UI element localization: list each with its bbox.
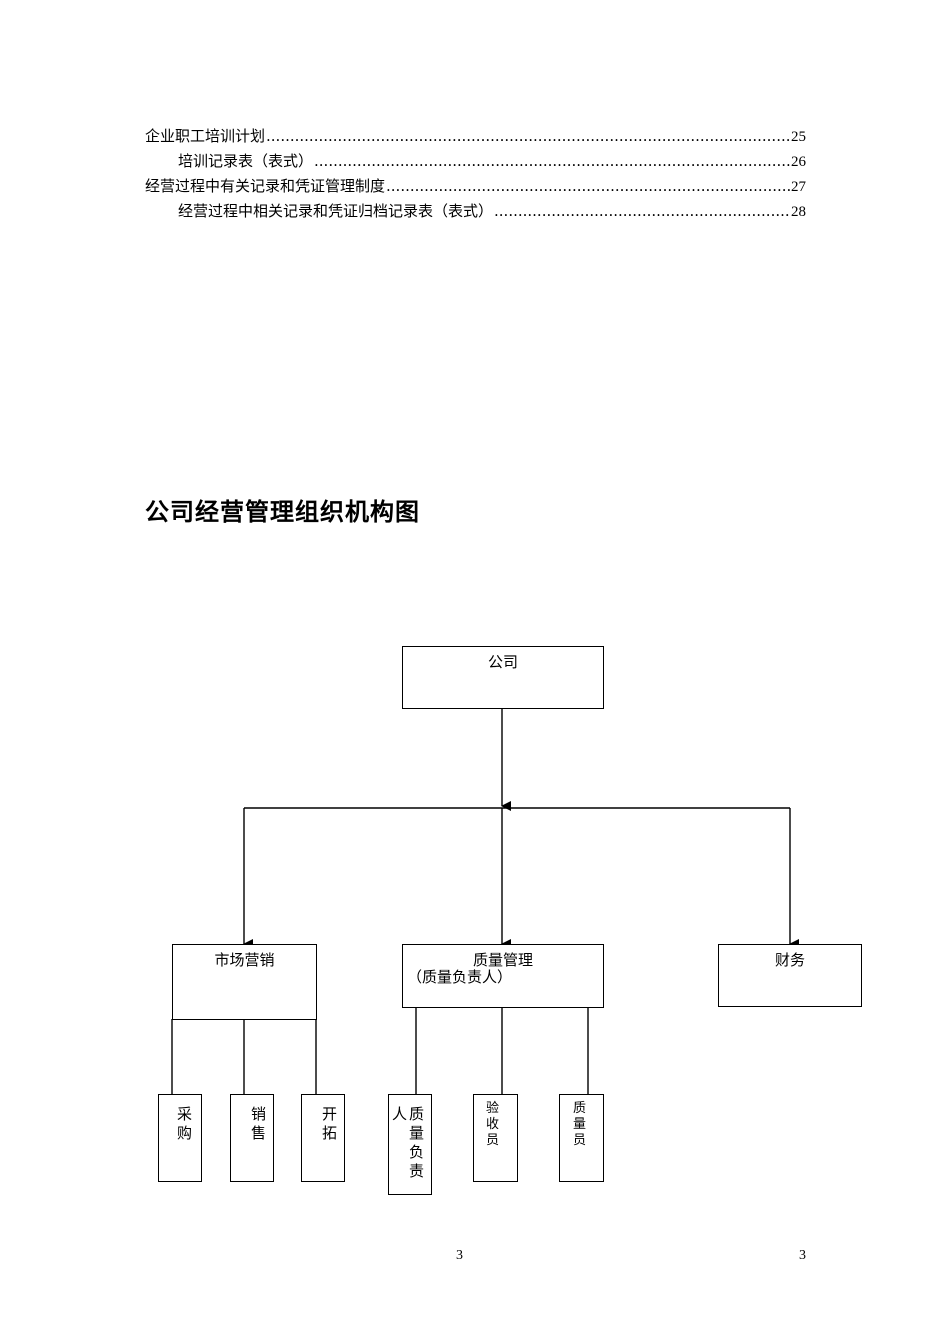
org-box-label: 公司: [487, 653, 518, 671]
org-box-company[interactable]: 公司: [402, 646, 604, 709]
org-box-quality-leader[interactable]: 人 质量负责: [388, 1094, 432, 1195]
toc-entry-page: 26: [791, 154, 806, 170]
org-box-vertical-label: 质量负责: [409, 1105, 425, 1180]
toc-entry[interactable]: 培训记录表（表式） 26: [145, 149, 806, 174]
org-box-label: 财务: [774, 951, 805, 969]
toc-entry-page: 28: [791, 204, 806, 220]
toc-entry-title: 经营过程中有关记录和凭证管理制度: [145, 177, 386, 195]
page-number-right: 3: [799, 1248, 806, 1263]
org-box-vertical-label: 验收员: [486, 1101, 500, 1148]
table-of-contents: 企业职工培训计划 25 培训记录表（表式） 26 经营过程中有关记录和凭证管理制…: [145, 124, 806, 224]
toc-entry[interactable]: 经营过程中相关记录和凭证归档记录表（表式） 28: [145, 199, 806, 224]
org-box-vertical-label: 采购: [177, 1105, 193, 1142]
org-box-inspector[interactable]: 验收员: [473, 1094, 518, 1182]
org-box-vertical-label: 销售: [251, 1105, 267, 1142]
toc-entry[interactable]: 经营过程中有关记录和凭证管理制度 27: [145, 174, 806, 199]
toc-entry-title: 经营过程中相关记录和凭证归档记录表（表式）: [178, 202, 494, 220]
page-title: 公司经营管理组织机构图: [145, 498, 420, 526]
org-box-quality-management[interactable]: 质量管理 （质量负责人）: [402, 944, 604, 1008]
org-box-label: 质量管理: [472, 951, 533, 969]
org-box-label: 市场营销: [214, 951, 275, 969]
org-box-sublabel: （质量负责人）: [407, 968, 513, 986]
org-box-vertical-label: 开拓: [322, 1105, 338, 1142]
org-box-procurement[interactable]: 采购: [158, 1094, 202, 1182]
org-box-marketing[interactable]: 市场营销: [172, 944, 317, 1020]
toc-entry-page: 25: [791, 129, 806, 145]
toc-entry[interactable]: 企业职工培训计划 25: [145, 124, 806, 149]
toc-entry-title: 企业职工培训计划: [145, 127, 266, 145]
org-box-finance[interactable]: 财务: [718, 944, 862, 1007]
org-box-vertical-label: 质量员: [573, 1101, 587, 1148]
org-box-quality-officer[interactable]: 质量员: [559, 1094, 604, 1182]
toc-entry-page: 27: [791, 179, 806, 195]
org-box-sales[interactable]: 销售: [230, 1094, 274, 1182]
toc-entry-title: 培训记录表（表式）: [178, 152, 314, 170]
org-box-development[interactable]: 开拓: [301, 1094, 345, 1182]
org-box-side-label: 人: [392, 1105, 408, 1123]
page-number-center: 3: [456, 1248, 463, 1263]
